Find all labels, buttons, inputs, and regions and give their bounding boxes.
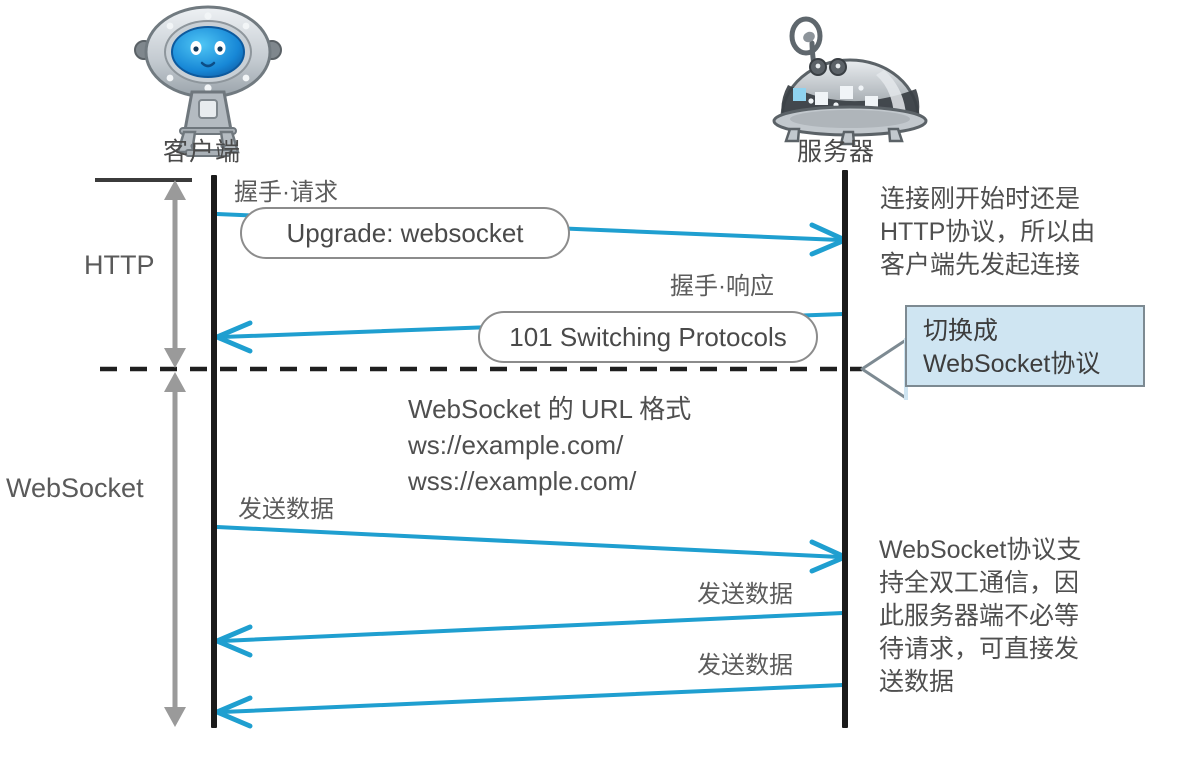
message-label-send-data-1: 发送数据 bbox=[238, 496, 334, 523]
server-actor-label: 服务器 bbox=[797, 138, 876, 166]
http-phase-span-arrow bbox=[164, 180, 186, 368]
phase-label-http: HTTP bbox=[84, 250, 155, 280]
callout-tail bbox=[860, 338, 908, 400]
phase-label-websocket: WebSocket bbox=[6, 473, 144, 503]
message-label-handshake-response: 握手·响应 bbox=[670, 273, 774, 300]
websocket-phase-note: WebSocket协议支 持全双工通信，因 此服务器端不必等 待请求，可直接发 … bbox=[879, 536, 1082, 696]
arrow-send-data-3 bbox=[214, 683, 845, 729]
server-robot-icon bbox=[772, 16, 928, 146]
protocol-switch-callout: 切换成 WebSocket协议 bbox=[905, 305, 1145, 387]
client-actor-label: 客户端 bbox=[163, 138, 242, 166]
server-lifeline bbox=[842, 170, 848, 728]
http-phase-note: 连接刚开始时还是 HTTP协议，所以由 客户端先发起连接 bbox=[880, 185, 1096, 279]
message-bubble-upgrade-websocket: Upgrade: websocket bbox=[240, 207, 570, 259]
message-label-send-data-2: 发送数据 bbox=[697, 581, 793, 608]
client-lifeline bbox=[211, 175, 217, 728]
websocket-phase-span-arrow bbox=[164, 372, 186, 727]
message-label-handshake-request: 握手·请求 bbox=[234, 179, 338, 206]
websocket-url-format-note: WebSocket 的 URL 格式 ws://example.com/ wss… bbox=[408, 394, 692, 496]
arrow-send-data-1 bbox=[215, 525, 848, 574]
message-bubble-101-switching-protocols: 101 Switching Protocols bbox=[478, 311, 818, 363]
message-label-send-data-3: 发送数据 bbox=[697, 652, 793, 679]
